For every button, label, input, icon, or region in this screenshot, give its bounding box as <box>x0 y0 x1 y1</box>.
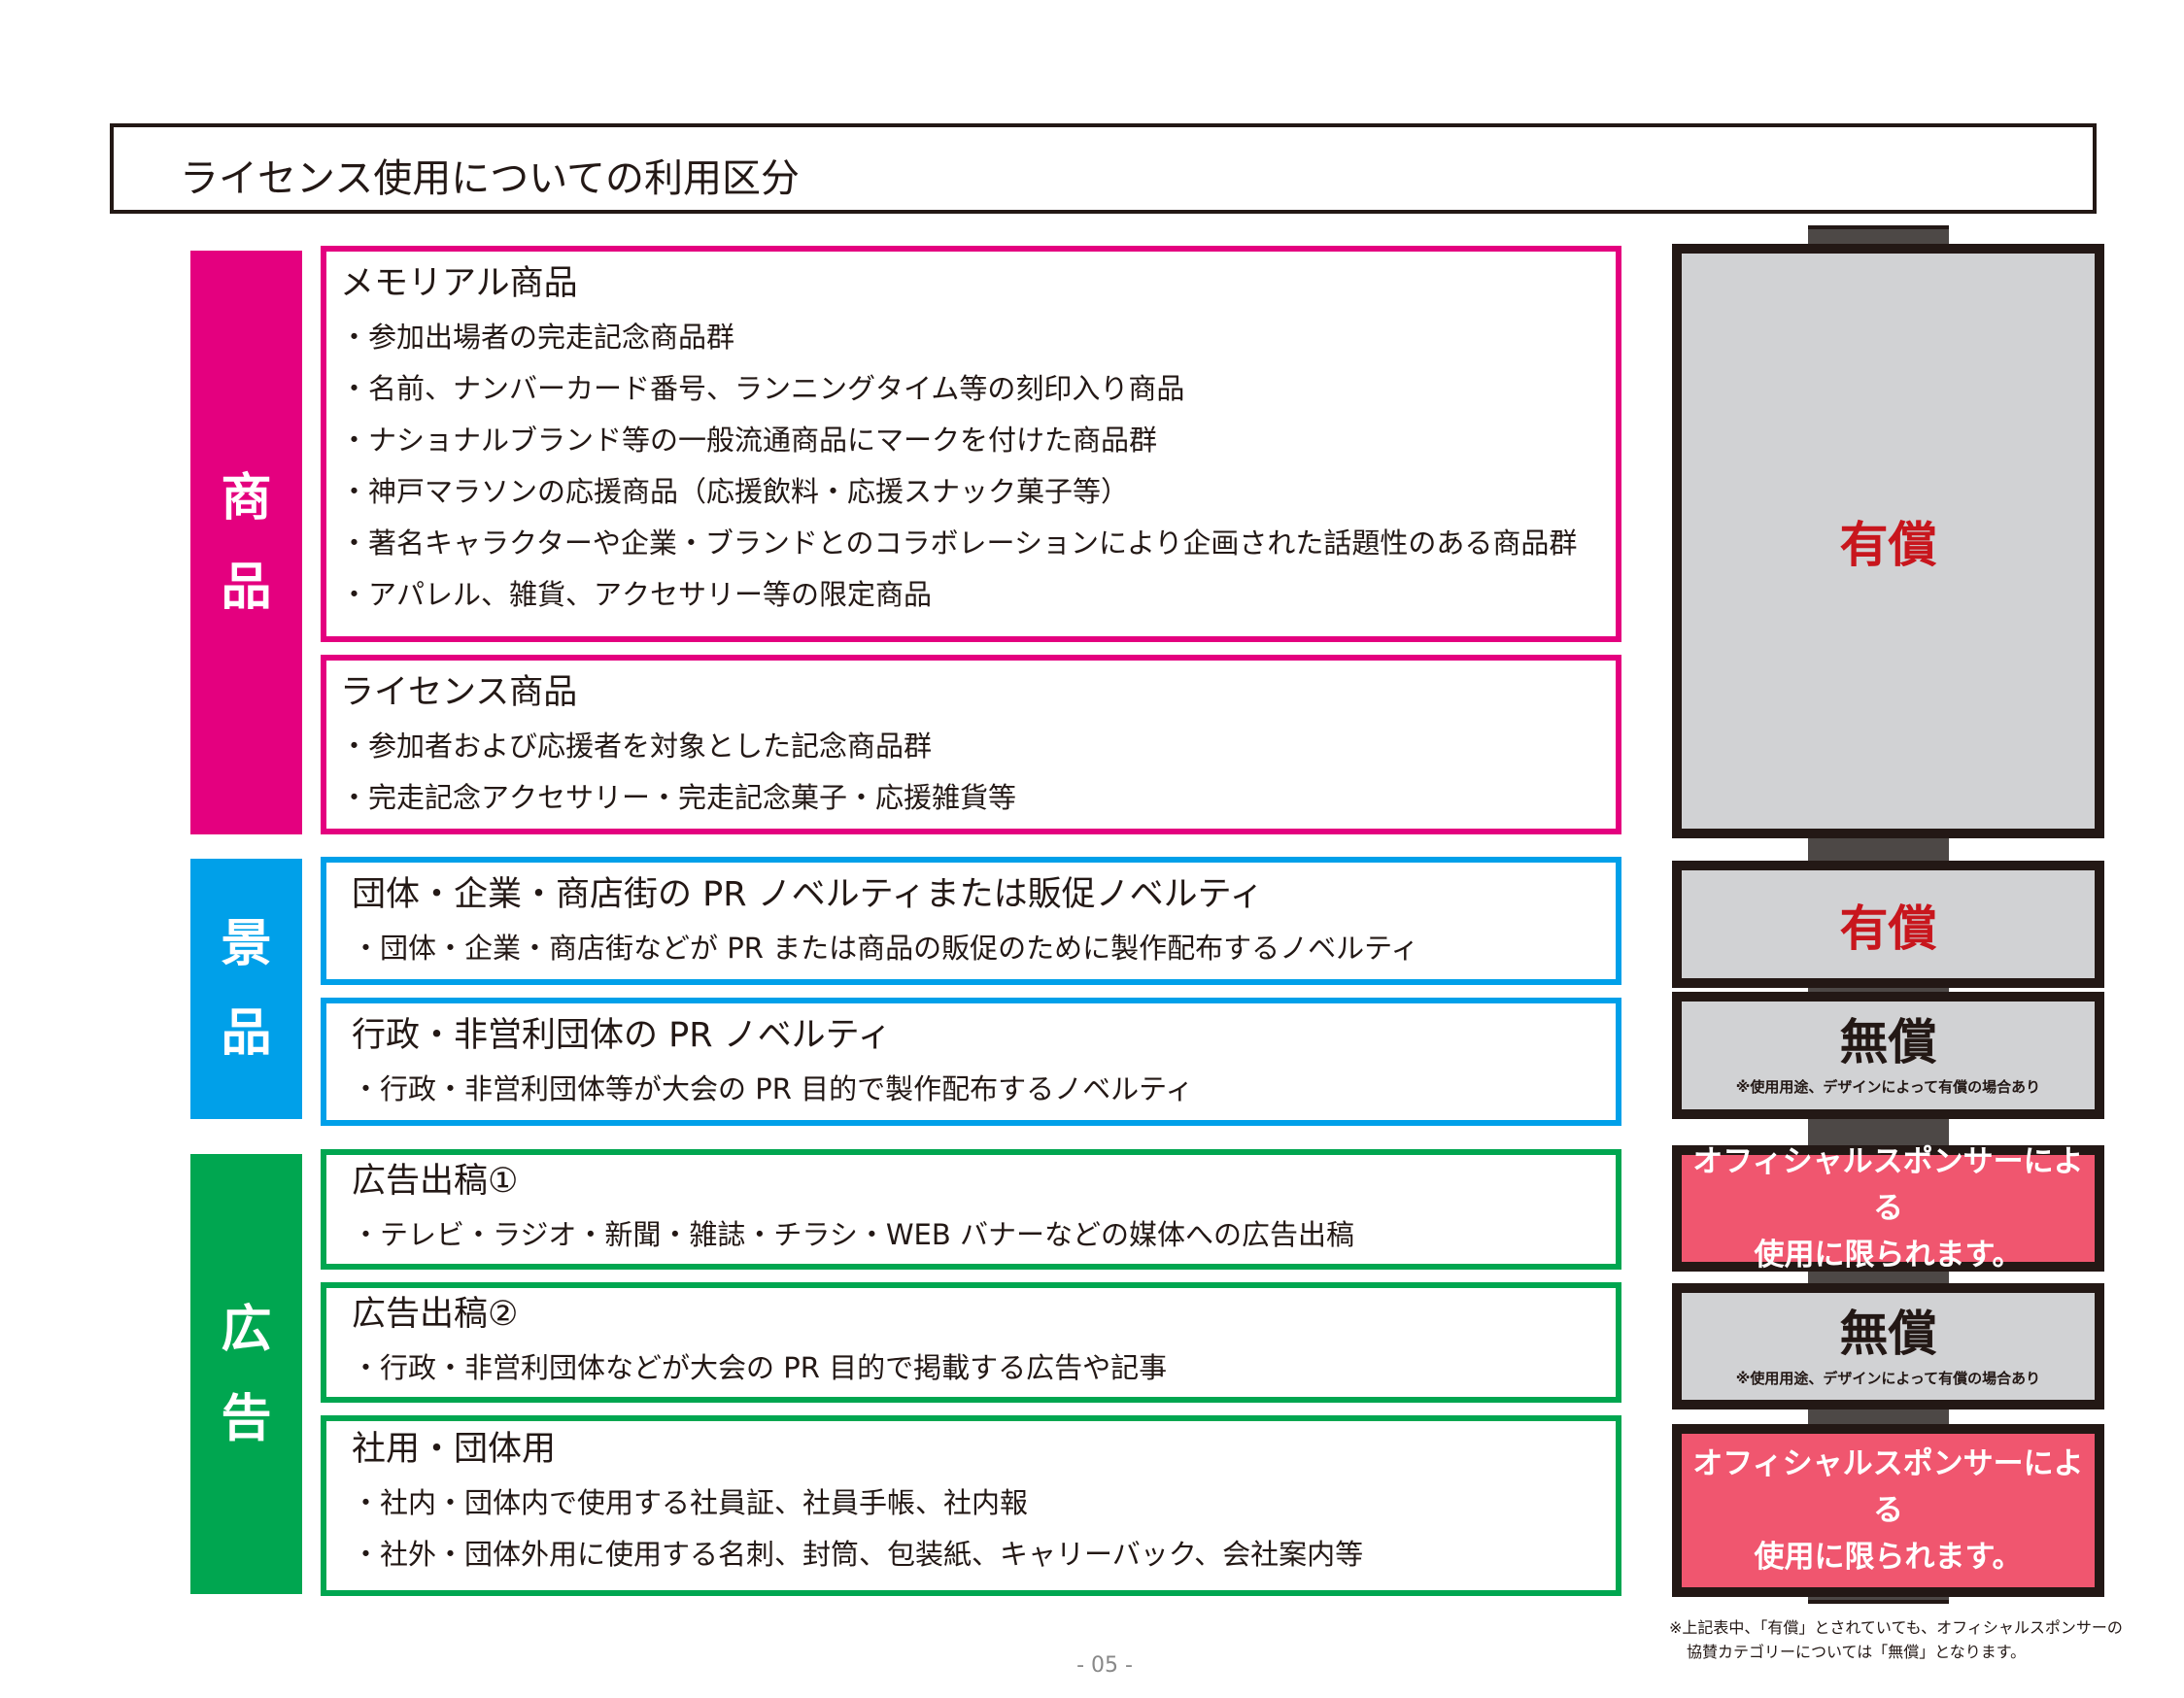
fee-label: 有償 <box>1839 900 1937 957</box>
page-number: - 05 - <box>1076 1653 1133 1678</box>
fee-label: 無償 <box>1839 1014 1937 1070</box>
box-item: ・団体・企業・商店街などが PR または商品の販促のために製作配布するノベルティ <box>352 932 1419 965</box>
box-heading: 団体・企業・商店街の PR ノベルティまたは販促ノベルティ <box>352 875 1264 914</box>
box-item: ・ナショナルブランド等の一般流通商品にマークを付けた商品群 <box>340 424 1158 457</box>
sponsor-text: 使用に限られます。 <box>1754 1540 2023 1575</box>
fee-box-free: 無償 ※使用用途、デザインによって有償の場合あり <box>1672 992 2104 1119</box>
fee-box-paid: 有償 <box>1672 244 2104 838</box>
box-item: ・社内・団体内で使用する社員証、社員手帳、社内報 <box>352 1486 1029 1519</box>
box-heading: ライセンス商品 <box>340 673 578 712</box>
box-item: ・社外・団体外用に使用する名刺、封筒、包装紙、キャリーバック、会社案内等 <box>352 1538 1364 1571</box>
category-char: 品 <box>221 558 272 617</box>
usage-box-pr-novelty: 団体・企業・商店街の PR ノベルティまたは販促ノベルティ ・団体・企業・商店街… <box>321 857 1621 985</box>
fee-note: ※使用用途、デザインによって有償の場合あり <box>1735 1078 2041 1096</box>
category-char: 告 <box>221 1389 272 1448</box>
fee-box-sponsor-only: オフィシャルスポンサーによる使用に限られます。 <box>1672 1424 2104 1597</box>
category-merchandise: 商品 <box>190 251 302 834</box>
category-char: 広 <box>221 1300 272 1359</box>
title-box: ライセンス使用についての利用区分 <box>110 123 2097 214</box>
footnote: ※上記表中、「有償」とされていても、オフィシャルスポンサーの協賛カテゴリーについ… <box>1669 1615 2123 1664</box>
box-item: ・完走記念アクセサリー・完走記念菓子・応援雑貨等 <box>340 781 1017 814</box>
box-heading: 広告出稿② <box>352 1295 519 1334</box>
box-item: ・著名キャラクターや企業・ブランドとのコラボレーションにより企画された話題性のあ… <box>340 526 1578 560</box>
usage-box-license: ライセンス商品 ・参加者および応援者を対象とした記念商品群 ・完走記念アクセサリ… <box>321 655 1621 834</box>
category-advertising: 広告 <box>190 1154 302 1594</box>
box-item: ・神戸マラソンの応援商品（応援飲料・応援スナック菓子等） <box>340 475 1130 508</box>
box-item: ・名前、ナンバーカード番号、ランニングタイム等の刻印入り商品 <box>340 372 1185 405</box>
box-item: ・アパレル、雑貨、アクセサリー等の限定商品 <box>340 578 933 611</box>
usage-box-ad-1: 広告出稿① ・テレビ・ラジオ・新聞・雑誌・チラシ・WEB バナーなどの媒体への広… <box>321 1149 1621 1270</box>
box-item: ・参加者および応援者を対象とした記念商品群 <box>340 730 933 763</box>
footnote-line: ※上記表中、「有償」とされていても、オフィシャルスポンサーの <box>1669 1618 2123 1637</box>
sponsor-text: オフィシャルスポンサーによる <box>1692 1144 2084 1226</box>
usage-box-corporate: 社用・団体用 ・社内・団体内で使用する社員証、社員手帳、社内報 ・社外・団体外用… <box>321 1415 1621 1596</box>
fee-box-paid: 有償 <box>1672 861 2104 988</box>
box-heading: メモリアル商品 <box>340 264 578 303</box>
box-item: ・テレビ・ラジオ・新聞・雑誌・チラシ・WEB バナーなどの媒体への広告出稿 <box>352 1218 1354 1251</box>
box-item: ・行政・非営利団体などが大会の PR 目的で掲載する広告や記事 <box>352 1351 1168 1384</box>
usage-box-public-novelty: 行政・非営利団体の PR ノベルティ ・行政・非営利団体等が大会の PR 目的で… <box>321 998 1621 1126</box>
fee-note: ※使用用途、デザインによって有償の場合あり <box>1735 1369 2041 1387</box>
category-char: 品 <box>221 1004 272 1063</box>
footnote-line: 協賛カテゴリーについては「無償」となります。 <box>1687 1643 2027 1661</box>
fee-box-free: 無償 ※使用用途、デザインによって有償の場合あり <box>1672 1283 2104 1409</box>
box-item: ・参加出場者の完走記念商品群 <box>340 321 735 354</box>
sponsor-text: 使用に限られます。 <box>1754 1238 2023 1273</box>
box-heading: 行政・非営利団体の PR ノベルティ <box>352 1016 892 1055</box>
category-char: 景 <box>221 915 272 973</box>
usage-box-ad-2: 広告出稿② ・行政・非営利団体などが大会の PR 目的で掲載する広告や記事 <box>321 1282 1621 1403</box>
fee-label: 有償 <box>1839 517 1937 573</box>
fee-label: 無償 <box>1839 1305 1937 1362</box>
box-heading: 広告出稿① <box>352 1162 519 1201</box>
fee-box-sponsor-only: オフィシャルスポンサーによる使用に限られます。 <box>1672 1144 2104 1273</box>
category-novelty: 景品 <box>190 859 302 1119</box>
box-heading: 社用・団体用 <box>352 1430 557 1469</box>
page-title: ライセンス使用についての利用区分 <box>180 156 800 201</box>
category-char: 商 <box>221 468 272 527</box>
box-item: ・行政・非営利団体等が大会の PR 目的で製作配布するノベルティ <box>352 1072 1194 1105</box>
usage-box-memorial: メモリアル商品 ・参加出場者の完走記念商品群 ・名前、ナンバーカード番号、ランニ… <box>321 246 1621 642</box>
sponsor-text: オフィシャルスポンサーによる <box>1692 1446 2084 1528</box>
